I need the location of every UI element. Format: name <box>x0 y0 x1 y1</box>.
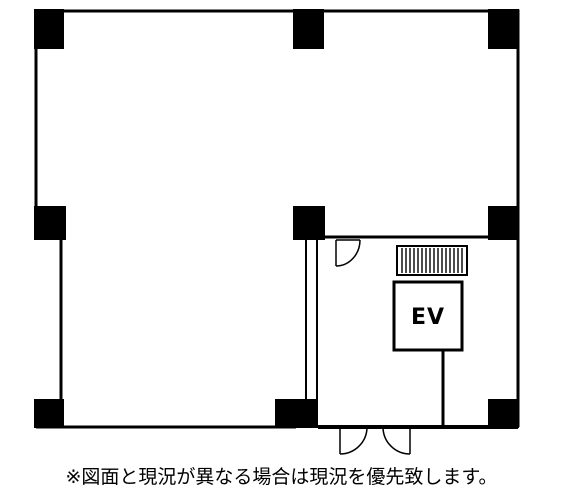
column <box>293 9 324 49</box>
column <box>34 9 64 49</box>
column <box>275 399 318 428</box>
column <box>293 206 325 240</box>
column <box>488 9 519 49</box>
elevator: EV <box>392 280 464 352</box>
disclaimer-caption: ※図面と現況が異なる場合は現況を優先致します。 <box>65 466 498 488</box>
column <box>34 206 66 240</box>
column <box>488 206 519 240</box>
structural-columns <box>34 9 519 428</box>
interior-walls <box>305 235 518 429</box>
column <box>488 399 519 428</box>
entrance-double-door <box>339 426 411 455</box>
elevator-vent-grille <box>396 245 468 276</box>
interior-door <box>335 239 361 267</box>
elevator-label: EV <box>411 305 445 330</box>
column <box>34 399 64 428</box>
exterior-walls <box>34 9 520 429</box>
